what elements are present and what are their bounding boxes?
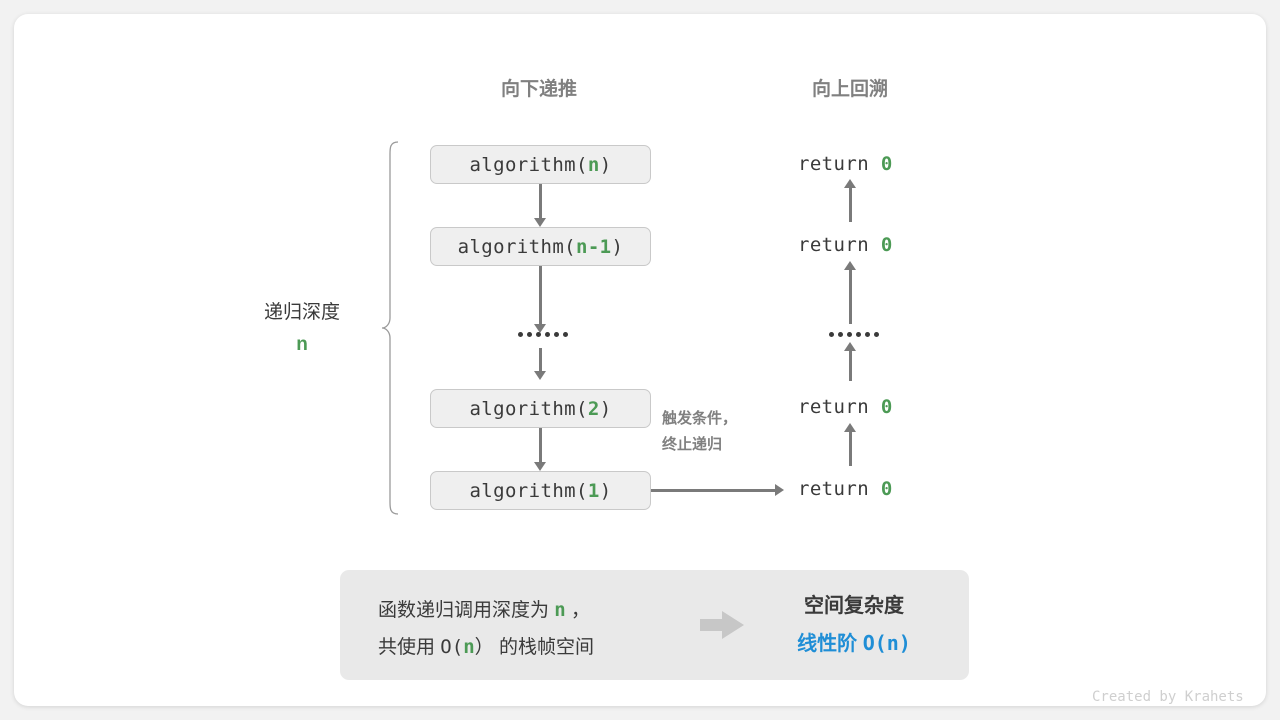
call-box-1-suffix: ) bbox=[611, 236, 624, 258]
summary-line-2-bigo-close: ） bbox=[474, 637, 494, 658]
down-arrow-2-head bbox=[534, 371, 546, 380]
base-case-arrow-head bbox=[775, 484, 784, 496]
up-arrow-2-line bbox=[849, 351, 852, 381]
trigger-note: 触发条件， 终止递归 bbox=[662, 406, 737, 458]
down-arrow-1-head bbox=[534, 324, 546, 333]
complexity-value-label: 线性阶 bbox=[797, 633, 858, 655]
summary-line-2-n: n bbox=[463, 636, 475, 658]
up-arrow-0-head bbox=[844, 179, 856, 188]
up-arrow-1-head bbox=[844, 261, 856, 270]
return-row-4-value: 0 bbox=[880, 478, 893, 500]
up-arrow-3-head bbox=[844, 423, 856, 432]
summary-line-2-a: 共使用 bbox=[378, 637, 436, 658]
return-row-1: return 0 bbox=[798, 234, 893, 256]
summary-line-1: 函数递归调用深度为 n ， bbox=[378, 592, 594, 629]
up-arrow-0-line bbox=[849, 188, 852, 222]
return-row-4-keyword: return bbox=[798, 478, 870, 500]
summary-line-2: 共使用 O(n） 的栈帧空间 bbox=[378, 629, 594, 666]
summary-line-1-b: ， bbox=[571, 600, 591, 621]
recursion-depth-value: n bbox=[296, 334, 308, 355]
down-arrow-0-line bbox=[539, 184, 542, 218]
return-row-3-value: 0 bbox=[880, 396, 893, 418]
down-arrow-3-head bbox=[534, 462, 546, 471]
trigger-note-line2: 终止递归 bbox=[662, 436, 723, 453]
return-row-1-value: 0 bbox=[880, 234, 893, 256]
return-row-3-keyword: return bbox=[798, 396, 870, 418]
trigger-note-line1: 触发条件， bbox=[662, 410, 738, 427]
call-box-4-arg: 1 bbox=[587, 480, 600, 502]
call-box-3-arg: 2 bbox=[587, 398, 600, 420]
call-box-1[interactable]: algorithm(n-1) bbox=[430, 227, 651, 266]
call-box-4-suffix: ) bbox=[599, 480, 612, 502]
call-box-0-arg: n bbox=[587, 154, 600, 176]
call-box-4[interactable]: algorithm(1) bbox=[430, 471, 651, 510]
return-row-3: return 0 bbox=[798, 396, 893, 418]
call-box-0-suffix: ) bbox=[599, 154, 612, 176]
call-box-0[interactable]: algorithm(n) bbox=[430, 145, 651, 184]
return-ellipsis bbox=[829, 332, 879, 337]
down-arrow-1-line bbox=[539, 266, 542, 324]
call-box-0-prefix: algorithm( bbox=[469, 154, 588, 176]
summary-line-1-a: 函数递归调用深度为 bbox=[378, 600, 550, 621]
summary-panel bbox=[340, 570, 969, 680]
up-arrow-1-line bbox=[849, 270, 852, 324]
recursion-depth-brace bbox=[381, 141, 399, 515]
base-case-arrow-line bbox=[651, 489, 775, 492]
call-box-3-suffix: ) bbox=[599, 398, 612, 420]
complexity-value: 线性阶 O(n) bbox=[749, 627, 959, 656]
up-arrow-2-head bbox=[844, 342, 856, 351]
down-arrow-0-head bbox=[534, 218, 546, 227]
credit-footer: Created by Krahets bbox=[1092, 689, 1244, 705]
down-arrow-2-line bbox=[539, 348, 542, 371]
summary-line-1-n: n bbox=[554, 599, 566, 621]
return-row-4: return 0 bbox=[798, 478, 893, 500]
column-header-backtrack: 向上回溯 bbox=[811, 79, 888, 100]
diagram-canvas: 向下递推 向上回溯 递归深度 n algorithm(n) algorithm(… bbox=[14, 14, 1266, 706]
summary-line-2-b: 的栈帧空间 bbox=[498, 637, 594, 658]
call-box-3-prefix: algorithm( bbox=[469, 398, 588, 420]
call-box-1-prefix: algorithm( bbox=[457, 236, 576, 258]
return-row-0-value: 0 bbox=[880, 153, 893, 175]
complexity-title: 空间复杂度 bbox=[804, 595, 904, 617]
complexity-value-notation: O(n) bbox=[862, 631, 911, 655]
call-box-4-prefix: algorithm( bbox=[469, 480, 588, 502]
column-header-descend: 向下递推 bbox=[500, 79, 577, 100]
implies-arrow-icon bbox=[700, 611, 744, 639]
summary-line-2-bigo-open: O( bbox=[440, 636, 464, 658]
return-row-0: return 0 bbox=[798, 153, 893, 175]
recursion-depth-label: 递归深度 bbox=[263, 302, 340, 323]
call-stack-ellipsis bbox=[518, 332, 568, 337]
up-arrow-3-line bbox=[849, 432, 852, 466]
call-box-1-arg: n-1 bbox=[576, 236, 612, 258]
call-box-3[interactable]: algorithm(2) bbox=[430, 389, 651, 428]
return-row-0-keyword: return bbox=[798, 153, 870, 175]
down-arrow-3-line bbox=[539, 428, 542, 462]
summary-text: 函数递归调用深度为 n ， 共使用 O(n） 的栈帧空间 bbox=[378, 592, 594, 666]
return-row-1-keyword: return bbox=[798, 234, 870, 256]
